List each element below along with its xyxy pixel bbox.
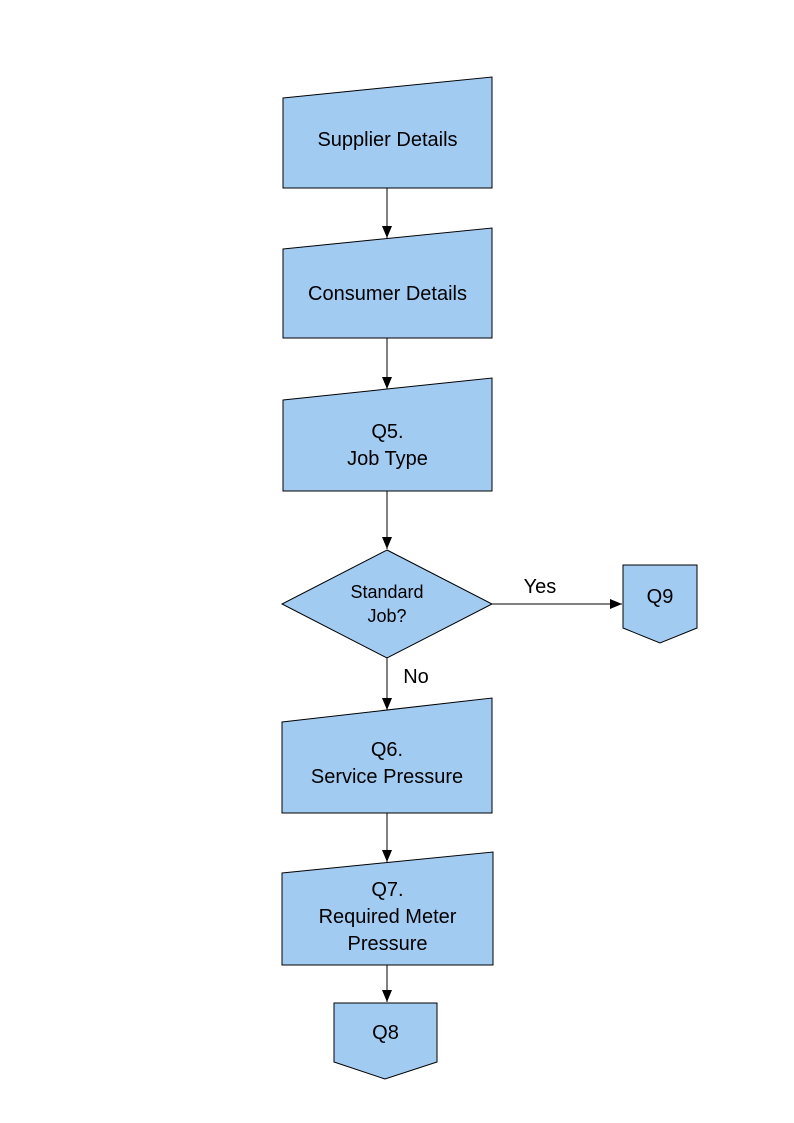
supplier-details-node (282, 76, 493, 189)
q5-job-type-node (282, 377, 493, 492)
q6-service-pressure-node (281, 697, 493, 814)
q7-required-meter-pressure-node (281, 851, 494, 966)
consumer-details-node (282, 227, 493, 339)
q8-offpage-connector-node (333, 1002, 438, 1080)
standard-job-decision-node (280, 549, 494, 659)
q9-offpage-connector-node (622, 564, 698, 644)
